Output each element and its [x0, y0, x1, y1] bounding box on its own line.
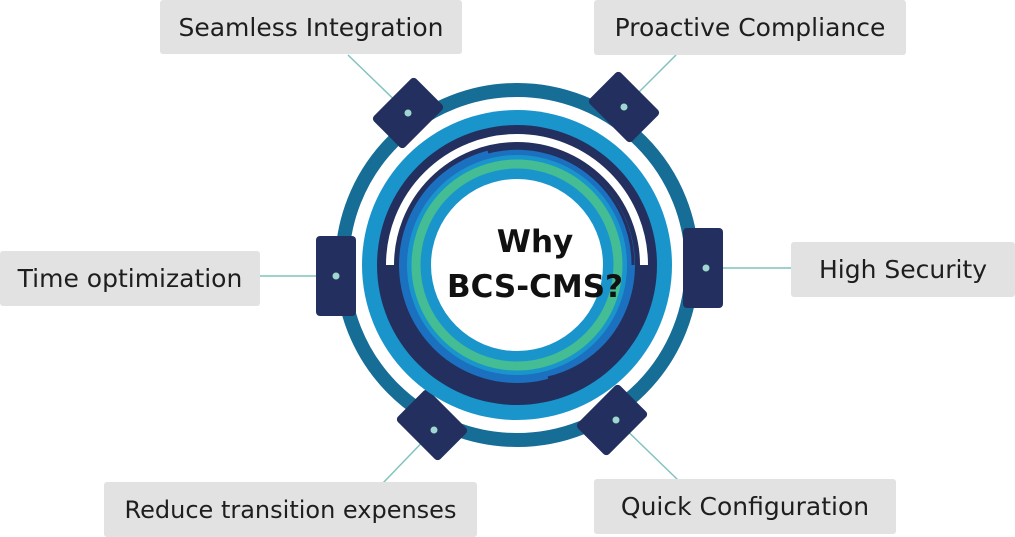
label-reduce-transition-expenses-text: Reduce transition expenses: [124, 495, 457, 524]
dot-quick-configuration: [612, 416, 620, 424]
label-quick-configuration-text: Quick Configuration: [620, 492, 870, 521]
connector-dots: [332, 103, 710, 434]
label-time-optimization-text: Time optimization: [17, 264, 243, 293]
dark-arc-top: [487, 146, 635, 266]
center-title-line1: Why: [496, 224, 574, 261]
label-proactive-compliance-text: Proactive Compliance: [614, 13, 886, 42]
dot-high-security: [702, 264, 710, 272]
label-seamless-integration-text: Seamless Integration: [178, 12, 444, 42]
label-seamless-integration: Seamless Integration: [160, 0, 462, 54]
tab-quick-configuration: [576, 384, 648, 456]
white-gap-arc: [386, 134, 648, 266]
label-high-security-text: High Security: [818, 255, 988, 284]
center-title: Why BCS-CMS?: [430, 205, 640, 325]
dark-arc-bottom: [547, 299, 634, 380]
tab-reduce-transition-expenses: [396, 389, 468, 461]
mint-green-ring: [411, 159, 623, 371]
dot-proactive-compliance: [620, 103, 628, 111]
dot-time-optimization: [332, 272, 340, 280]
label-quick-configuration: Quick Configuration: [594, 479, 896, 534]
label-proactive-compliance: Proactive Compliance: [594, 0, 906, 55]
label-time-optimization: Time optimization: [0, 251, 260, 306]
dot-seamless-integration: [404, 109, 412, 117]
label-high-security: High Security: [791, 242, 1015, 297]
label-reduce-transition-expenses: Reduce transition expenses: [104, 482, 477, 537]
center-title-line2: BCS-CMS?: [446, 269, 624, 305]
center-disc: [431, 179, 603, 351]
dot-reduce-transition-expenses: [430, 426, 438, 434]
